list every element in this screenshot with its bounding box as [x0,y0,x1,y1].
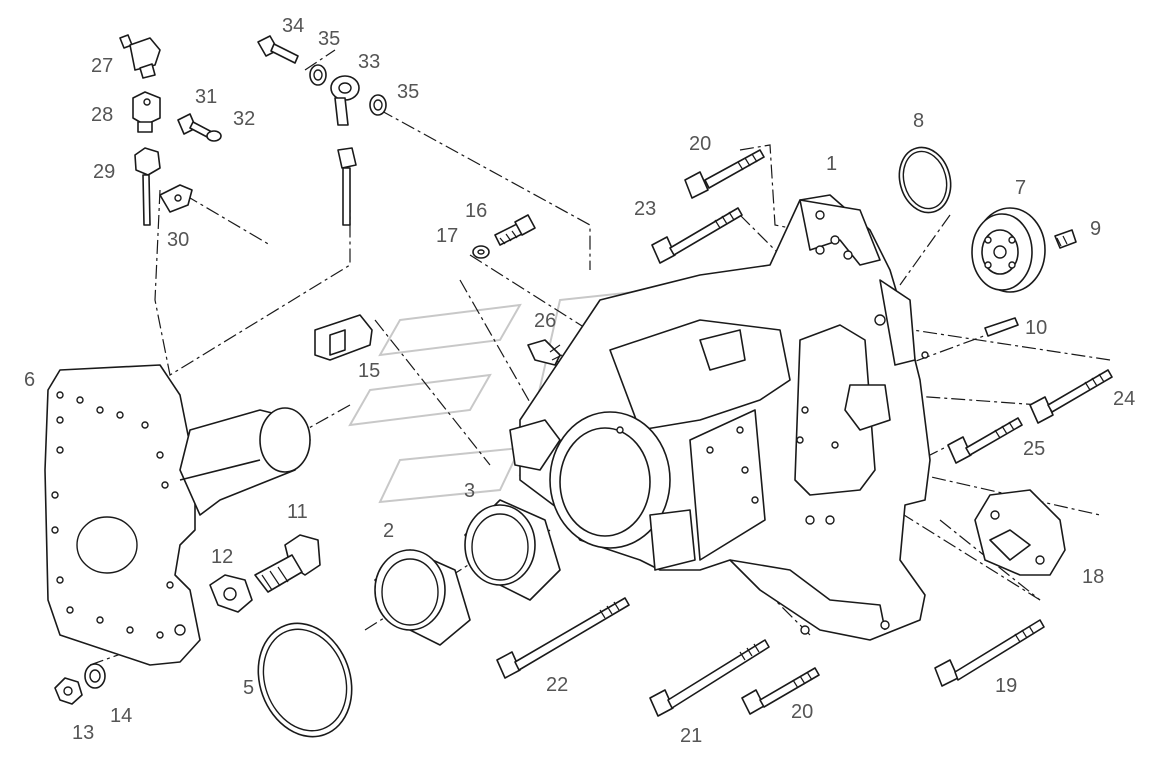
callout-19: 19 [995,675,1017,697]
callout-21: 21 [680,725,702,747]
callout-17: 17 [436,225,458,247]
callout-1: 1 [826,153,837,175]
part-10-pin [984,317,1019,337]
callout-3: 3 [464,480,475,502]
part-17-washer [472,245,490,259]
callout-35-a: 35 [318,28,340,50]
part-20-bolt-lower [741,667,820,715]
callout-11: 11 [287,501,308,523]
part-11-stud-bolt [254,534,321,593]
callout-31: 31 [195,86,217,108]
callout-7: 7 [1015,177,1026,199]
part-29-pipe [134,147,161,226]
callout-28: 28 [91,104,113,126]
part-35-seal-washer-b [369,94,387,116]
part-25-bolt [947,417,1023,464]
callout-5: 5 [243,677,254,699]
callout-10: 10 [1025,317,1047,339]
callout-24: 24 [1113,388,1135,410]
callout-25: 25 [1023,438,1045,460]
callout-32: 32 [233,108,255,130]
callout-34: 34 [282,15,304,37]
part-23-bolt [651,207,743,264]
callout-29: 29 [93,161,115,183]
part-8-o-ring [898,146,952,214]
part-27-elbow-fitting [119,34,161,79]
part-14-washer [84,663,106,689]
callout-30: 30 [167,229,189,251]
part-6-housing-plate [44,364,311,666]
callout-8: 8 [913,110,924,132]
callout-20-upper: 20 [689,133,711,155]
callout-14: 14 [110,705,132,727]
part-24-bolt [1029,369,1113,424]
callout-35-b: 35 [397,81,419,103]
part-30-clamp [159,184,193,213]
part-26-fitting [527,339,563,366]
callout-23: 23 [634,198,656,220]
part-22-bolt [496,597,630,679]
callout-16: 16 [465,200,487,222]
part-34-banjo-bolt [257,35,299,64]
part-33-banjo-fitting [330,75,360,226]
callout-12: 12 [211,546,233,568]
part-3-bearing-ring [464,499,561,601]
part-16-bolt [494,214,536,246]
part-1-main-housing [509,194,931,641]
callout-33: 33 [358,51,380,73]
part-18-bracket [974,489,1066,576]
part-5-o-ring [257,622,353,738]
callout-27: 27 [91,55,113,77]
callout-15: 15 [358,360,380,382]
callout-labels: 1 2 3 5 6 7 8 9 10 11 12 13 14 15 16 17 … [24,15,1135,747]
callout-9: 9 [1090,218,1101,240]
part-2-bearing-ring [374,549,471,646]
part-21-bolt [649,639,770,717]
callout-2: 2 [383,520,394,542]
callout-6: 6 [24,369,35,391]
part-13-nut [54,677,83,705]
part-32-washer [206,130,222,142]
callout-20-lower: 20 [791,701,813,723]
callout-26: 26 [534,310,556,332]
part-20-bolt-upper [684,149,765,199]
callout-22: 22 [546,674,568,696]
part-15-plug [314,314,373,361]
part-31-bolt [177,113,213,139]
part-28-nut [132,91,161,133]
part-19-bolt [934,619,1045,687]
callout-13: 13 [72,722,94,744]
part-9-bolt [1054,229,1077,249]
part-12-nut [209,574,253,613]
callout-18: 18 [1082,566,1104,588]
part-35-seal-washer-a [309,64,327,86]
part-7-pulley [971,207,1046,293]
